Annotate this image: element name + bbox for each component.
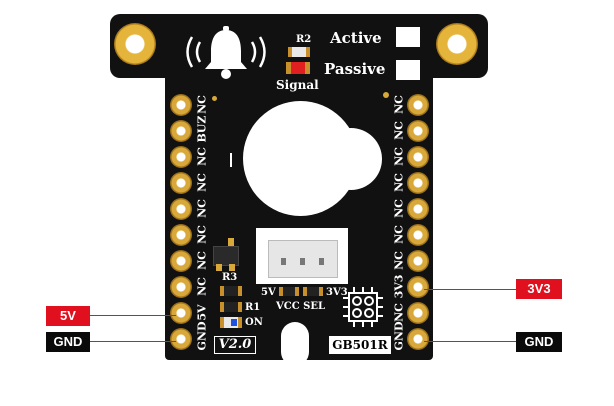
left-pin-label: NC — [195, 95, 209, 114]
power-led — [220, 317, 242, 328]
left-pin-label: NC — [195, 147, 209, 166]
mounting-hole-left — [114, 23, 156, 65]
r2-resistor — [288, 47, 310, 57]
left-pin-pad — [170, 198, 192, 220]
right-pin-pad — [407, 120, 429, 142]
right-pin-pad — [407, 172, 429, 194]
left-pin-label: NC — [195, 251, 209, 270]
r1-label: R1 — [245, 302, 261, 313]
left-pin-label: BUZ — [195, 115, 209, 143]
callout-5v: 5V — [46, 306, 90, 326]
left-pin-pad — [170, 276, 192, 298]
right-pin-label: NC — [392, 251, 406, 270]
right-pin-label: NC — [392, 199, 406, 218]
vcc-sel-resistor-5v — [279, 287, 299, 296]
buzzer-outline — [243, 101, 358, 216]
right-pin-label: NC — [392, 147, 406, 166]
left-pin-pad — [170, 94, 192, 116]
on-label: ON — [245, 317, 263, 328]
left-pin-label: NC — [195, 173, 209, 192]
vcc-sel-label: VCC SEL — [276, 301, 326, 312]
right-pin-pad — [407, 224, 429, 246]
callout-line-3v3 — [424, 289, 516, 290]
sel-5v-label: 5V — [261, 287, 276, 298]
left-pin-pad — [170, 302, 192, 324]
sel-3v3-label: 3V3 — [326, 287, 348, 298]
callout-line-5v — [88, 315, 176, 316]
version-label: V2.0 — [214, 336, 256, 354]
left-pin-pad — [170, 172, 192, 194]
bell-icon — [186, 26, 266, 79]
via — [383, 92, 389, 98]
right-pin-label: NC — [392, 95, 406, 114]
right-pin-pad — [407, 276, 429, 298]
right-pin-label: NC — [392, 225, 406, 244]
left-pin-label: NC — [195, 225, 209, 244]
left-pin-pad — [170, 146, 192, 168]
callout-3v3: 3V3 — [516, 279, 562, 299]
right-pin-pad — [407, 146, 429, 168]
connector-pin — [281, 258, 286, 265]
callout-gnd-left: GND — [46, 332, 90, 352]
callout-gnd-right: GND — [516, 332, 562, 352]
connector-pin — [300, 258, 305, 265]
vcc-sel-resistor-3v3 — [303, 287, 323, 296]
right-pin-pad — [407, 250, 429, 272]
left-pin-pad — [170, 250, 192, 272]
right-pin-pad — [407, 94, 429, 116]
callout-line-gnd-right — [424, 341, 516, 342]
left-pin-label: NC — [195, 277, 209, 296]
connector-pin — [319, 258, 324, 265]
r2-label: R2 — [296, 34, 312, 45]
r1-resistor — [220, 302, 242, 312]
active-label: Active — [330, 29, 382, 47]
buzzer-polarity-mark — [230, 153, 232, 167]
via — [212, 96, 217, 101]
callout-line-gnd-left — [88, 341, 176, 342]
hardware-logo-icon — [343, 287, 383, 327]
right-pin-label: NC — [392, 173, 406, 192]
left-pin-label: GND — [195, 321, 209, 351]
signal-label: Signal — [276, 78, 319, 92]
right-pin-pad — [407, 198, 429, 220]
right-pin-pad — [407, 302, 429, 324]
left-pin-pad — [170, 120, 192, 142]
left-pin-pad — [170, 328, 192, 350]
mounting-hole-right — [436, 23, 478, 65]
r3-label: R3 — [222, 272, 238, 283]
right-pin-label: 3V3 — [392, 274, 406, 299]
right-pin-label: GND — [392, 321, 406, 351]
right-pin-pad — [407, 328, 429, 350]
active-select-box — [396, 27, 420, 47]
right-pin-label: NC — [392, 121, 406, 140]
model-label: GB501R — [329, 336, 391, 354]
signal-led — [286, 62, 310, 74]
passive-select-box — [396, 60, 420, 80]
mounting-slot — [281, 322, 309, 366]
passive-label: Passive — [324, 60, 386, 78]
left-pin-label: NC — [195, 199, 209, 218]
left-pin-pad — [170, 224, 192, 246]
r3-resistor — [220, 286, 242, 296]
